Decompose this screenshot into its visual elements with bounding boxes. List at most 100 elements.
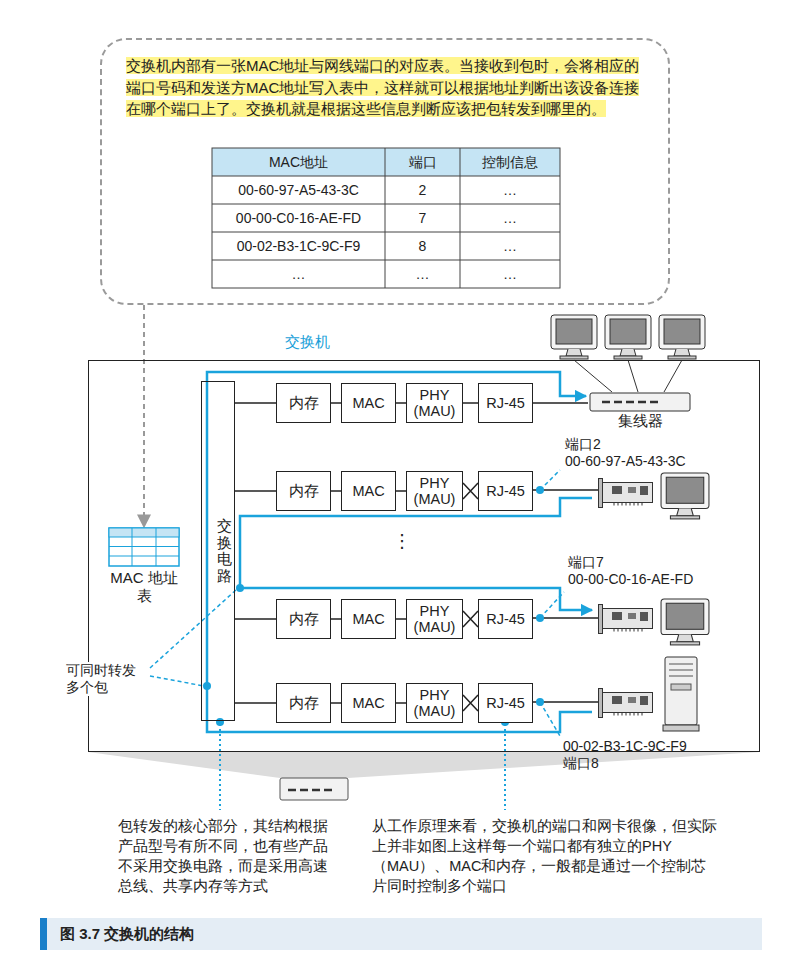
phy-box: PHY (MAU): [406, 471, 463, 511]
drawing-part: [396, 490, 406, 492]
mac-box: MAC: [341, 683, 396, 723]
node-text: MAC: [352, 611, 384, 627]
note-callout: 交换机内部有一张MAC地址与网线端口的对应表。当接收到包时，会将相应的端口号码和…: [100, 38, 670, 305]
table-cell: 控制信息: [460, 148, 560, 176]
connector: [463, 403, 478, 404]
drawing-part: [212, 148, 560, 288]
table-cell: …: [385, 260, 460, 288]
memory-box: 内存: [276, 683, 331, 723]
node-text: PHY (MAU): [407, 475, 462, 507]
table-cell: 00-02-B3-1C-9C-F9: [212, 232, 385, 260]
connector: [463, 695, 478, 711]
note: 从工作原理来看，交换机的端口和网卡很像，但实际上并非如图上这样每一个端口都有独立…: [372, 816, 717, 896]
node-text: RJ-45: [486, 695, 525, 711]
drawing-part: [536, 486, 544, 494]
table-cell: 8: [385, 232, 460, 260]
table-cell: …: [212, 260, 385, 288]
memory-box: 内存: [276, 383, 331, 423]
connector: [235, 703, 276, 704]
caption-band: [40, 918, 762, 950]
drawing-part: [463, 695, 478, 711]
table-cell: 2: [385, 176, 460, 204]
node-text: RJ-45: [486, 611, 525, 627]
table-cell: MAC地址: [212, 148, 385, 176]
memory-box: 内存: [276, 471, 331, 511]
drawing-part: [533, 402, 588, 404]
drawing-part: [536, 614, 544, 622]
drawing-part: [551, 315, 597, 359]
node-text: 交换机: [285, 333, 330, 352]
drawing-part: [212, 148, 560, 288]
connector: [533, 403, 588, 404]
connector: [463, 611, 478, 627]
connector: [235, 403, 276, 404]
switch-icon: [280, 778, 348, 800]
mac-label: 00-00-C0-16-AE-FD: [568, 571, 693, 588]
hub-icon: [588, 392, 692, 412]
drawing-part: [599, 479, 653, 508]
node-text: RJ-45: [486, 395, 525, 411]
connector: [331, 703, 341, 704]
node-text: 交换机内部有一张MAC地址与网线端口的对应表。当接收到包时，会将相应的端口号码和…: [126, 57, 639, 117]
drawing-part: [109, 528, 179, 566]
mac-label: 00-02-B3-1C-9C-F9: [563, 738, 687, 755]
node-text: MAC: [352, 483, 384, 499]
mac-label: 00-60-97-A5-43-3C: [565, 453, 686, 470]
leader-line: [220, 724, 505, 810]
node-text: 内存: [289, 483, 319, 499]
drawing-part: [143, 305, 145, 527]
connector: [396, 619, 406, 620]
connector: [331, 491, 341, 492]
table-cell: 00-00-C0-16-AE-FD: [212, 204, 385, 232]
node-text: MAC: [352, 695, 384, 711]
drawing-part: [661, 473, 709, 519]
connector: [235, 619, 276, 620]
node-text: RJ-45: [486, 483, 525, 499]
leader-dot: [203, 486, 544, 726]
table-grid: [212, 148, 560, 288]
node-text: PHY (MAU): [407, 387, 462, 419]
drawing-part: [599, 605, 653, 634]
drawing-part: [574, 360, 682, 392]
drawing-part: [396, 402, 406, 404]
ellipsis: ⋮: [392, 533, 412, 550]
drawing-part: [235, 402, 276, 404]
drawing-part: [602, 401, 658, 404]
drawing-part: [396, 702, 406, 704]
rj45-box: RJ-45: [478, 471, 533, 511]
table-icon: [108, 527, 180, 567]
drawing-part: [240, 498, 592, 610]
table-cell: …: [460, 176, 560, 204]
drawing-part: [216, 718, 224, 726]
drawing-part: [396, 618, 406, 620]
drawing-part: [599, 689, 653, 718]
connector: [463, 483, 478, 499]
connector: [331, 403, 341, 404]
drawing-part: [235, 618, 276, 620]
drawing-part: [663, 657, 699, 731]
mac-box: MAC: [341, 383, 396, 423]
drawing-part: [207, 372, 592, 732]
drawing-part: [331, 618, 341, 620]
memory-box: 内存: [276, 599, 331, 639]
figure-caption: 图 3.7 交换机的结构: [60, 925, 194, 942]
drawing-part: [220, 724, 505, 810]
drawing-part: [235, 490, 276, 492]
connector: [396, 403, 406, 404]
phy-box: PHY (MAU): [406, 383, 463, 423]
table-cell: …: [460, 232, 560, 260]
drawing-part: [463, 483, 478, 499]
node-text: 交换电路: [217, 518, 232, 584]
drawing-part: [212, 148, 560, 176]
connector: [144, 305, 145, 527]
table-cell: 端口: [385, 148, 460, 176]
port-label: 端口8: [563, 755, 599, 772]
node-text: 内存: [289, 611, 319, 627]
drawing-part: [40, 918, 47, 950]
drawing-part: [661, 599, 709, 645]
drawing-part: [540, 470, 564, 736]
drawing-part: [590, 393, 690, 411]
rj45-box: RJ-45: [478, 383, 533, 423]
